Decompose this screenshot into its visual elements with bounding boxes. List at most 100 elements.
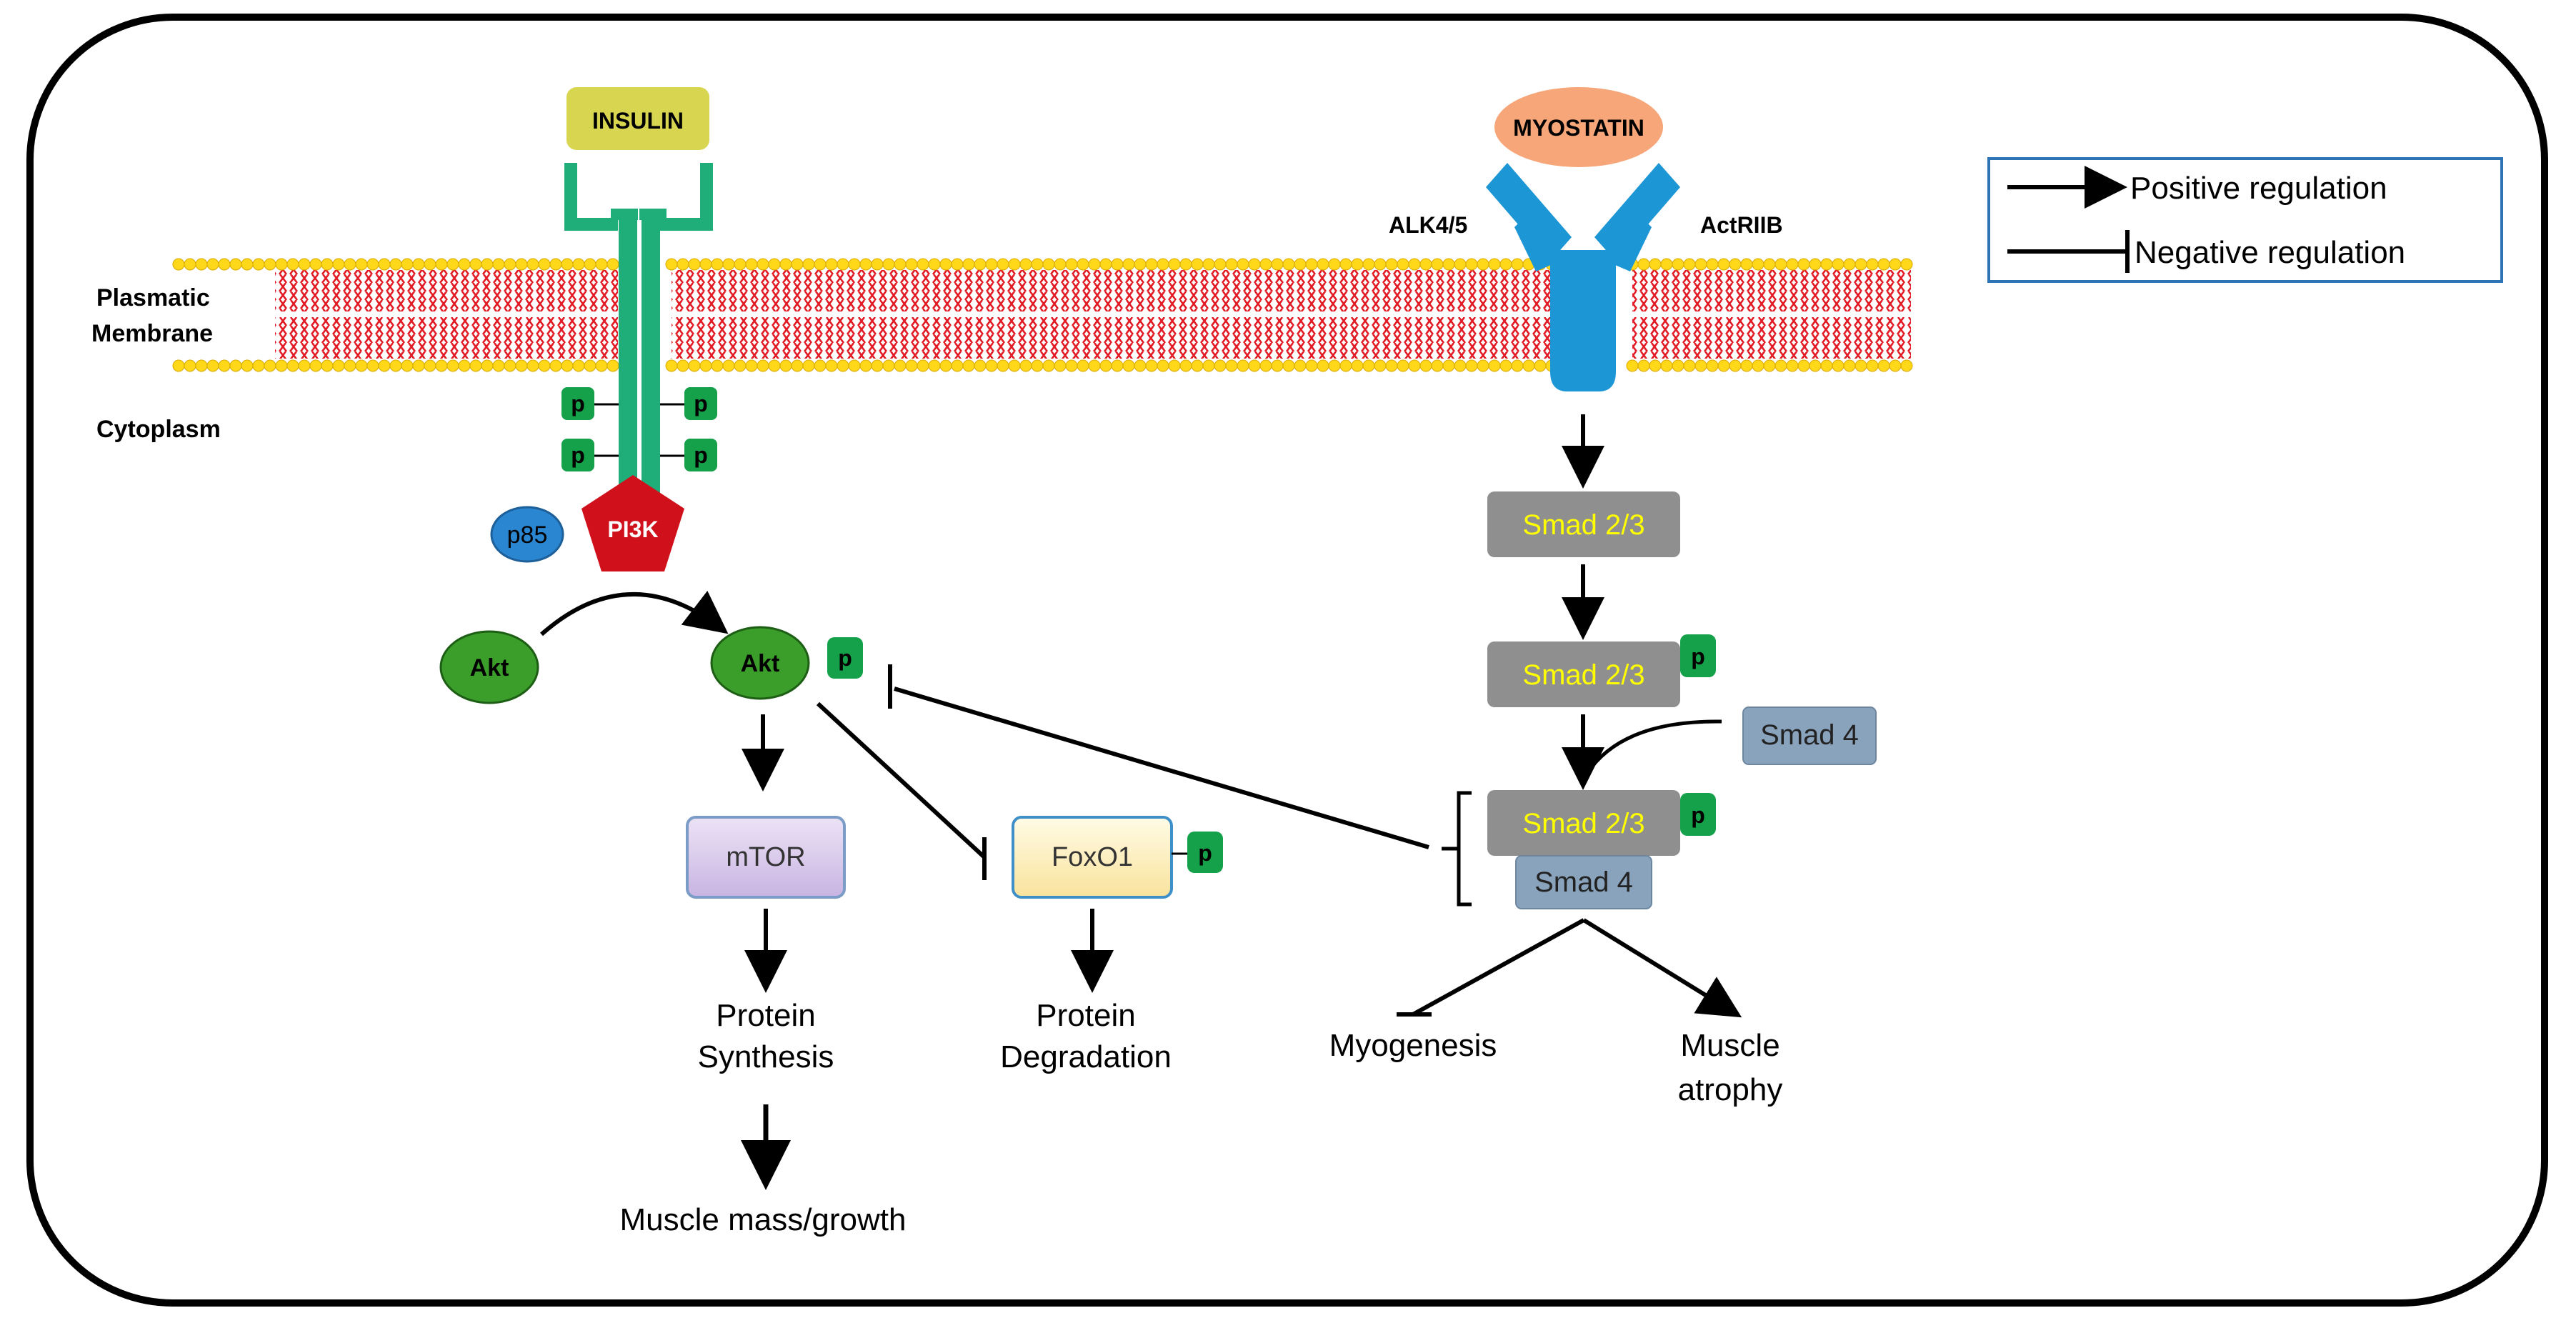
lipid-head	[1740, 258, 1753, 271]
lipid-head	[1282, 359, 1295, 372]
lipid-head	[985, 258, 998, 271]
lipid-head	[492, 359, 505, 372]
lipid-head	[677, 258, 689, 271]
insulin-receptor	[564, 163, 713, 504]
lipid-head	[1259, 258, 1272, 271]
lipid-head	[688, 258, 701, 271]
lipid-head	[757, 258, 769, 271]
lipid-head	[917, 258, 929, 271]
lipid-head	[458, 258, 471, 271]
lipid-head	[1077, 359, 1089, 372]
lipid-head	[882, 359, 895, 372]
lipid-head	[859, 359, 872, 372]
lipid-head	[1511, 359, 1524, 372]
lipid-head	[309, 258, 322, 271]
phospho-tag-smad23-1	[1680, 634, 1716, 677]
lipid-head	[677, 359, 689, 372]
lipid-head	[711, 258, 724, 271]
myostatin-label: MYOSTATIN	[1513, 115, 1644, 141]
lipid-head	[1397, 258, 1409, 271]
akt-phosphorylated: Akt p	[710, 626, 863, 700]
lipid-head	[1134, 258, 1147, 271]
lipid-head	[526, 359, 539, 372]
lipid-head	[1088, 359, 1101, 372]
phospho-tag-receptor-right-2	[684, 439, 717, 471]
lipid-head	[1442, 359, 1455, 372]
lipid-head	[549, 258, 562, 271]
lipid-head	[779, 258, 792, 271]
lipid-head	[802, 258, 815, 271]
lipid-head	[1179, 359, 1192, 372]
lipid-head	[745, 258, 758, 271]
protein-degradation-label-2: Degradation	[1000, 1039, 1172, 1074]
lipid-head	[1729, 258, 1742, 271]
lipid-head	[1317, 359, 1329, 372]
smad4-label: Smad 4	[1760, 719, 1859, 751]
lipid-head	[1419, 359, 1432, 372]
lipid-head	[1168, 359, 1181, 372]
lipid-head	[791, 359, 804, 372]
lipid-head	[1488, 258, 1501, 271]
lipid-head	[917, 359, 929, 372]
lipid-head	[366, 258, 379, 271]
lipid-head	[974, 258, 987, 271]
mtor-label: mTOR	[726, 842, 805, 872]
phospho-tag-receptor-left-2	[561, 439, 594, 471]
lipid-head	[1054, 359, 1067, 372]
lipid-head	[768, 359, 781, 372]
lipid-head	[218, 258, 231, 271]
lipid-head	[734, 359, 747, 372]
lipid-head	[768, 258, 781, 271]
lipid-head	[584, 258, 596, 271]
akt-phospho-label: Akt	[741, 650, 780, 677]
lipid-head	[195, 258, 208, 271]
akt-inhibits-foxo1	[816, 702, 987, 880]
lipid-head	[561, 359, 574, 372]
lipid-head	[779, 359, 792, 372]
lipid-head	[722, 359, 735, 372]
lipid-head	[1809, 359, 1822, 372]
lipid-head	[1534, 359, 1547, 372]
receptor-cap-right	[639, 209, 667, 220]
lipid-head	[241, 359, 254, 372]
lipid-head	[435, 258, 448, 271]
lipid-head	[1339, 359, 1352, 372]
lipid-head	[321, 359, 334, 372]
lipid-head	[561, 258, 574, 271]
lipid-head	[206, 359, 219, 372]
lipid-head	[1351, 359, 1364, 372]
membrane-tails-lower-middle	[672, 317, 1559, 359]
lipid-head	[435, 359, 448, 372]
receptor-label-actriib: ActRIIB	[1700, 212, 1783, 238]
lipid-head	[412, 359, 425, 372]
lipid-head	[332, 258, 345, 271]
lipid-head	[1752, 258, 1764, 271]
lipid-head	[1225, 258, 1238, 271]
smad23-label: Smad 2/3	[1522, 509, 1644, 541]
lipid-head	[1866, 258, 1879, 271]
smad4-join-curve	[1585, 719, 1722, 774]
lipid-head	[939, 258, 952, 271]
lipid-head	[1431, 359, 1444, 372]
lipid-head	[378, 258, 391, 271]
receptor-stem-right	[641, 218, 660, 504]
lipid-head	[757, 359, 769, 372]
phospho-label: p	[838, 645, 852, 671]
phospho-label: p	[1691, 802, 1705, 828]
lipid-head	[1408, 258, 1421, 271]
lipid-head	[252, 359, 265, 372]
lipid-head	[1694, 359, 1707, 372]
lipid-head	[1305, 258, 1318, 271]
lipid-head	[1488, 359, 1501, 372]
receptor-cap-left	[611, 209, 638, 220]
lipid-head	[1168, 258, 1181, 271]
lipid-head	[734, 258, 747, 271]
lipid-head	[572, 359, 585, 372]
lipid-head	[1774, 359, 1787, 372]
lipid-head	[699, 258, 712, 271]
lipid-head	[1019, 359, 1032, 372]
lipid-head	[871, 359, 884, 372]
lipid-head	[446, 359, 459, 372]
receptor-arm-right	[1594, 163, 1680, 261]
lipid-head	[825, 258, 838, 271]
